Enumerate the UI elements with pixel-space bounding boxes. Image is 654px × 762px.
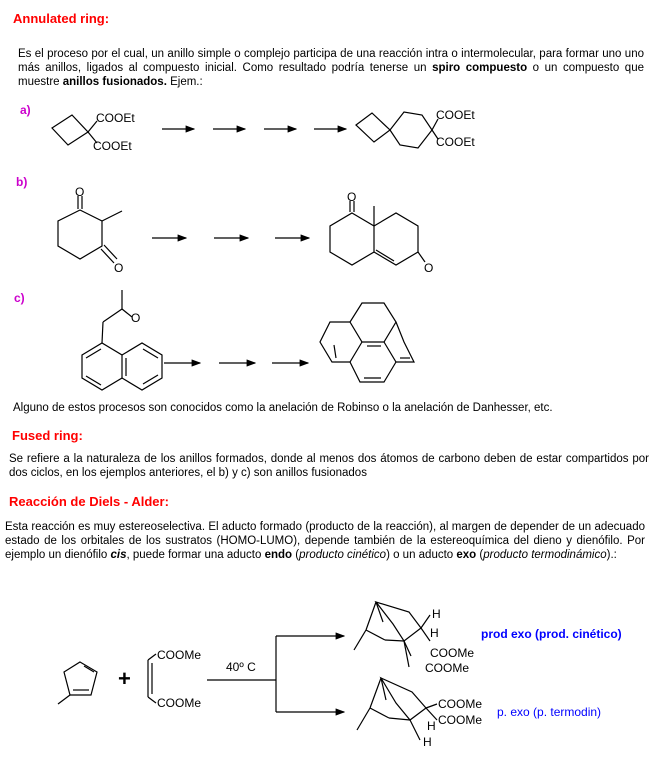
diels-text-c: (: [292, 549, 300, 561]
annulated-title: Annulated ring:: [13, 11, 110, 26]
label-a: a): [20, 103, 31, 117]
oxygen-b-4: O: [424, 261, 434, 275]
diels-termodinamico: producto termodinámico: [483, 549, 607, 561]
dimethyl-maleate-structure: [147, 653, 157, 704]
coome-product2-top: COOMe: [438, 697, 483, 711]
annulated-text-2: o un compuesto que muestre: [18, 62, 644, 88]
diels-text-b: , puede formar una aducto: [126, 549, 265, 561]
reaction-condition: 40º C: [226, 660, 256, 674]
methylcyclohexanedione-structure: [57, 196, 123, 264]
coome-dienophile-top: COOMe: [157, 648, 202, 662]
naphthylacetone-structure: [81, 290, 163, 391]
h-label-1a: H: [432, 607, 441, 621]
h-label-2b: H: [423, 735, 432, 749]
cooet-a-bottom: COOEt: [93, 139, 132, 153]
diels-endo: endo: [264, 549, 293, 561]
product-label-2: p. exo (p. termodin): [497, 705, 602, 719]
cooet-spiro-bottom: COOEt: [436, 135, 475, 149]
branched-reaction-arrow: [207, 632, 346, 716]
oxygen-b-2: O: [114, 261, 124, 275]
h-label-1b: H: [430, 626, 439, 640]
coome-dienophile-bottom: COOMe: [157, 696, 202, 710]
annulated-bold-spiro: spiro compuesto: [432, 62, 528, 74]
annulated-text-1: Es el proceso por el cual, un anillo sim…: [18, 48, 644, 74]
spiro-product-structure: [355, 111, 439, 149]
methylcyclopentadiene-structure: [57, 661, 98, 705]
fused-title: Fused ring:: [12, 428, 83, 443]
h-label-2a: H: [427, 719, 436, 733]
oxygen-b-1: O: [75, 185, 85, 199]
oxygen-c: O: [131, 311, 141, 325]
cooet-a-top: COOEt: [96, 111, 135, 125]
cooet-spiro-top: COOEt: [436, 108, 475, 122]
tricyclic-product-structure: [319, 302, 415, 383]
plus-sign: +: [118, 666, 131, 691]
bicyclic-enone-structure: [329, 201, 426, 266]
diels-text-d: ) o un aducto: [386, 549, 457, 561]
annulated-text-3: Ejem.:: [166, 76, 203, 88]
cyclobutane-diester-structure: [51, 114, 98, 146]
diels-text-f: ).:: [606, 549, 617, 561]
diels-text-a: Esta reacción es muy estereoselectiva. E…: [5, 521, 645, 561]
diels-paragraph: Esta reacción es muy estereoselectiva. E…: [5, 520, 645, 562]
coome-product2-bottom: COOMe: [438, 713, 483, 727]
fused-paragraph: Se refiere a la naturaleza de los anillo…: [9, 453, 649, 479]
coome-product1-bottom: COOMe: [425, 661, 470, 675]
diels-text-e: (: [476, 549, 484, 561]
diels-cinetico: producto cinético: [299, 549, 387, 561]
oxygen-b-3: O: [347, 190, 357, 204]
annulated-bold-fused: anillos fusionados.: [62, 76, 167, 88]
annulated-note: Alguno de estos procesos son conocidos c…: [13, 402, 553, 414]
diels-cis: cis: [110, 549, 127, 561]
exo-adduct-structure-1: [353, 600, 431, 668]
annulated-paragraph: Es el proceso por el cual, un anillo sim…: [18, 47, 644, 89]
coome-product1-top: COOMe: [430, 646, 475, 660]
diels-exo: exo: [456, 549, 477, 561]
label-b: b): [16, 175, 28, 189]
product-label-1: prod exo (prod. cinético): [481, 627, 622, 641]
diels-title: Reacción de Diels - Alder:: [9, 494, 169, 509]
exo-adduct-structure-2: [356, 676, 438, 741]
label-c: c): [14, 291, 25, 305]
